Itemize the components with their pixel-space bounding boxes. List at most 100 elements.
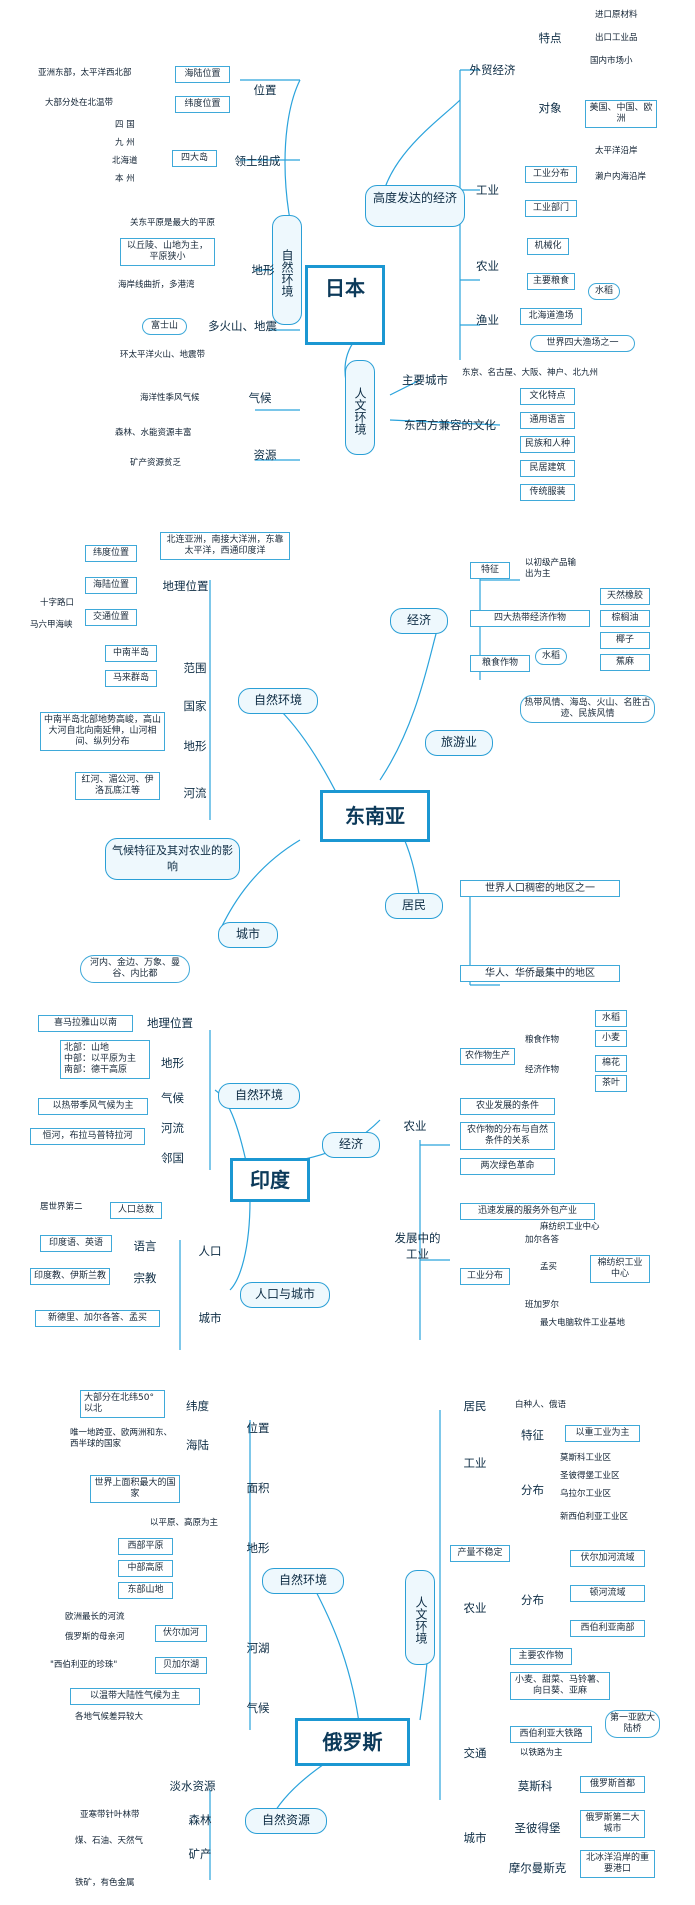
russia-agri-crops-d: 小麦、甜菜、马铃薯、向日葵、亚麻: [510, 1672, 610, 1700]
japan-fuji: 富士山: [142, 318, 187, 335]
japan-ind-d2: 濑户内海沿岸: [595, 172, 647, 182]
japan-lat-desc: 大部分处在北温带: [45, 98, 114, 108]
india-green: 两次绿色革命: [460, 1158, 555, 1175]
russia-ind-feature-d: 以重工业为主: [565, 1425, 640, 1442]
sea-residents-node: 居民: [385, 893, 443, 919]
japan-island-3: 北海道: [112, 156, 138, 166]
sea-country: 国家: [183, 699, 207, 713]
sea-strait: 马六甲海峡: [30, 620, 73, 630]
sea-grain: 粮食作物: [470, 655, 530, 672]
russia-traffic-b: 以铁路为主: [520, 1748, 563, 1758]
sea-lat: 纬度位置: [85, 545, 137, 562]
japan-ind-sectors: 工业部门: [525, 200, 577, 217]
india-pop: 人口: [198, 1244, 222, 1258]
russia-ind-d4: 新西伯利亚工业区: [560, 1512, 629, 1522]
russia-agri-unstable: 产量不稳定: [450, 1545, 510, 1562]
japan-lat-pos: 纬度位置: [175, 96, 230, 113]
russia-city: 城市: [463, 1831, 487, 1845]
russia-ind-feature: 特征: [521, 1428, 544, 1442]
russia-traffic-a-n: 第一亚欧大陆桥: [605, 1710, 660, 1738]
russia-lat: 纬度: [186, 1399, 209, 1413]
sea-center: 东南亚: [320, 790, 430, 842]
russia-natural-node: 自然环境: [262, 1568, 344, 1594]
japan-island-1: 四 国: [115, 120, 135, 130]
japan-economy-node: 高度发达的经济: [365, 185, 465, 227]
japan-resources: 资源: [253, 448, 277, 462]
russia-rivers-a-n: 伏尔加河: [155, 1625, 207, 1642]
india-economy-node: 经济: [322, 1132, 380, 1158]
russia-pos: 位置: [246, 1421, 270, 1435]
japan-agri: 农业: [476, 259, 499, 273]
india-rivers-desc: 恒河，布拉马普特拉河: [30, 1128, 145, 1145]
russia-resources-node: 自然资源: [245, 1808, 327, 1834]
russia-rivers-a: 欧洲最长的河流: [65, 1612, 125, 1622]
japan-climate-desc: 海洋性季风气候: [140, 393, 200, 403]
india-neighbors: 邻国: [161, 1151, 184, 1165]
japan-agri-a: 机械化: [527, 238, 569, 255]
japan-location: 位置: [253, 83, 277, 97]
india-climate: 气候: [161, 1091, 184, 1105]
russia-agri-d3: 西伯利亚南部: [570, 1620, 645, 1637]
russia-forest-d: 亚寒带针叶林带: [80, 1810, 140, 1820]
russia-area: 面积: [246, 1481, 270, 1495]
japan-culture-2: 通用语言: [520, 412, 575, 429]
sea-natural-node: 自然环境: [238, 688, 318, 714]
sea-title: 东南亚: [345, 804, 405, 828]
japan-ring: 环太平洋火山、地震带: [120, 350, 206, 360]
india-ind: 发展中的工业: [394, 1231, 441, 1261]
russia-residents-d: 白种人、俄语: [515, 1400, 567, 1410]
japan-terrain-c: 海岸线曲折，多港湾: [118, 280, 195, 290]
japan-trade-f3: 国内市场小: [590, 56, 633, 66]
japan-fish-a: 北海道渔场: [520, 308, 582, 325]
sea-crop-4: 蕉麻: [600, 654, 650, 671]
japan-island-4: 本 州: [115, 174, 135, 184]
japan-sea-pos: 海陆位置: [175, 66, 230, 83]
sea-res-a: 世界人口稠密的地区之一: [460, 880, 620, 897]
russia-agri: 农业: [463, 1601, 487, 1615]
russia-city-mos-d: 俄罗斯首都: [580, 1776, 645, 1793]
sea-feature: 特征: [470, 562, 510, 579]
india-rel: 宗教: [133, 1271, 157, 1285]
japan-trade-partners: 对象: [538, 101, 562, 115]
india-cal: 加尔各答: [525, 1235, 560, 1245]
japan-volcano: 多火山、地震: [208, 319, 277, 333]
russia-agri-dist: 分布: [521, 1593, 544, 1607]
india-rivers: 河流: [161, 1121, 184, 1135]
sea-rivers: 河流: [183, 786, 207, 800]
sea-city-node: 城市: [218, 922, 278, 948]
india-terrain-desc: 北部：山地 中部：以平原为主 南部：德干高原: [60, 1040, 150, 1079]
russia-climate-a: 以温带大陆性气候为主: [70, 1688, 200, 1705]
russia-title: 俄罗斯: [322, 1730, 383, 1754]
russia-forest: 森林: [188, 1813, 212, 1827]
japan-humanities-node: 人文环境: [345, 360, 375, 455]
india-city-d: 新德里、加尔各答、孟买: [35, 1310, 160, 1327]
sea-crops: 四大热带经济作物: [470, 610, 590, 627]
india-rel-d: 印度教、伊斯兰教: [30, 1268, 110, 1285]
sea-crop-2: 棕榈油: [600, 610, 650, 627]
sea-scope-a: 中南半岛: [105, 645, 157, 662]
japan-terrain-b: 以丘陵、山地为主，平原狭小: [120, 238, 215, 266]
japan-trade-features: 特点: [538, 31, 562, 45]
japan-trade-f2: 出口工业品: [595, 33, 638, 43]
sea-crop-3: 椰子: [600, 632, 650, 649]
russia-ind-d2: 圣彼得堡工业区: [560, 1471, 620, 1481]
russia-sea-d: 唯一地跨亚、欧两洲和东、西半球的国家: [70, 1428, 173, 1449]
japan-agri-c: 水稻: [588, 283, 620, 300]
japan-terrain-a: 关东平原是最大的平原: [130, 218, 216, 228]
russia-agri-d1: 伏尔加河流域: [570, 1550, 645, 1567]
india-city: 城市: [198, 1311, 222, 1325]
india-terrain: 地形: [161, 1056, 184, 1070]
japan-agri-b: 主要粮食: [527, 273, 575, 290]
japan-culture-3: 民族和人种: [520, 436, 575, 453]
sea-cross: 十字路口: [40, 598, 75, 608]
japan-title: 日本: [325, 276, 365, 300]
japan-trade: 外贸经济: [469, 63, 516, 77]
japan-ind-dist: 工业分布: [525, 166, 577, 183]
japan-trade-f1: 进口原材料: [595, 10, 638, 20]
russia-rivers: 河湖: [246, 1641, 270, 1655]
russia-lat-d: 大部分在北纬50°以北: [80, 1390, 165, 1418]
india-center: 印度: [230, 1158, 310, 1202]
russia-rivers-c: "西伯利亚的珍珠": [50, 1660, 118, 1670]
russia-traffic: 交通: [463, 1746, 487, 1760]
india-g1: 水稻: [595, 1010, 627, 1027]
